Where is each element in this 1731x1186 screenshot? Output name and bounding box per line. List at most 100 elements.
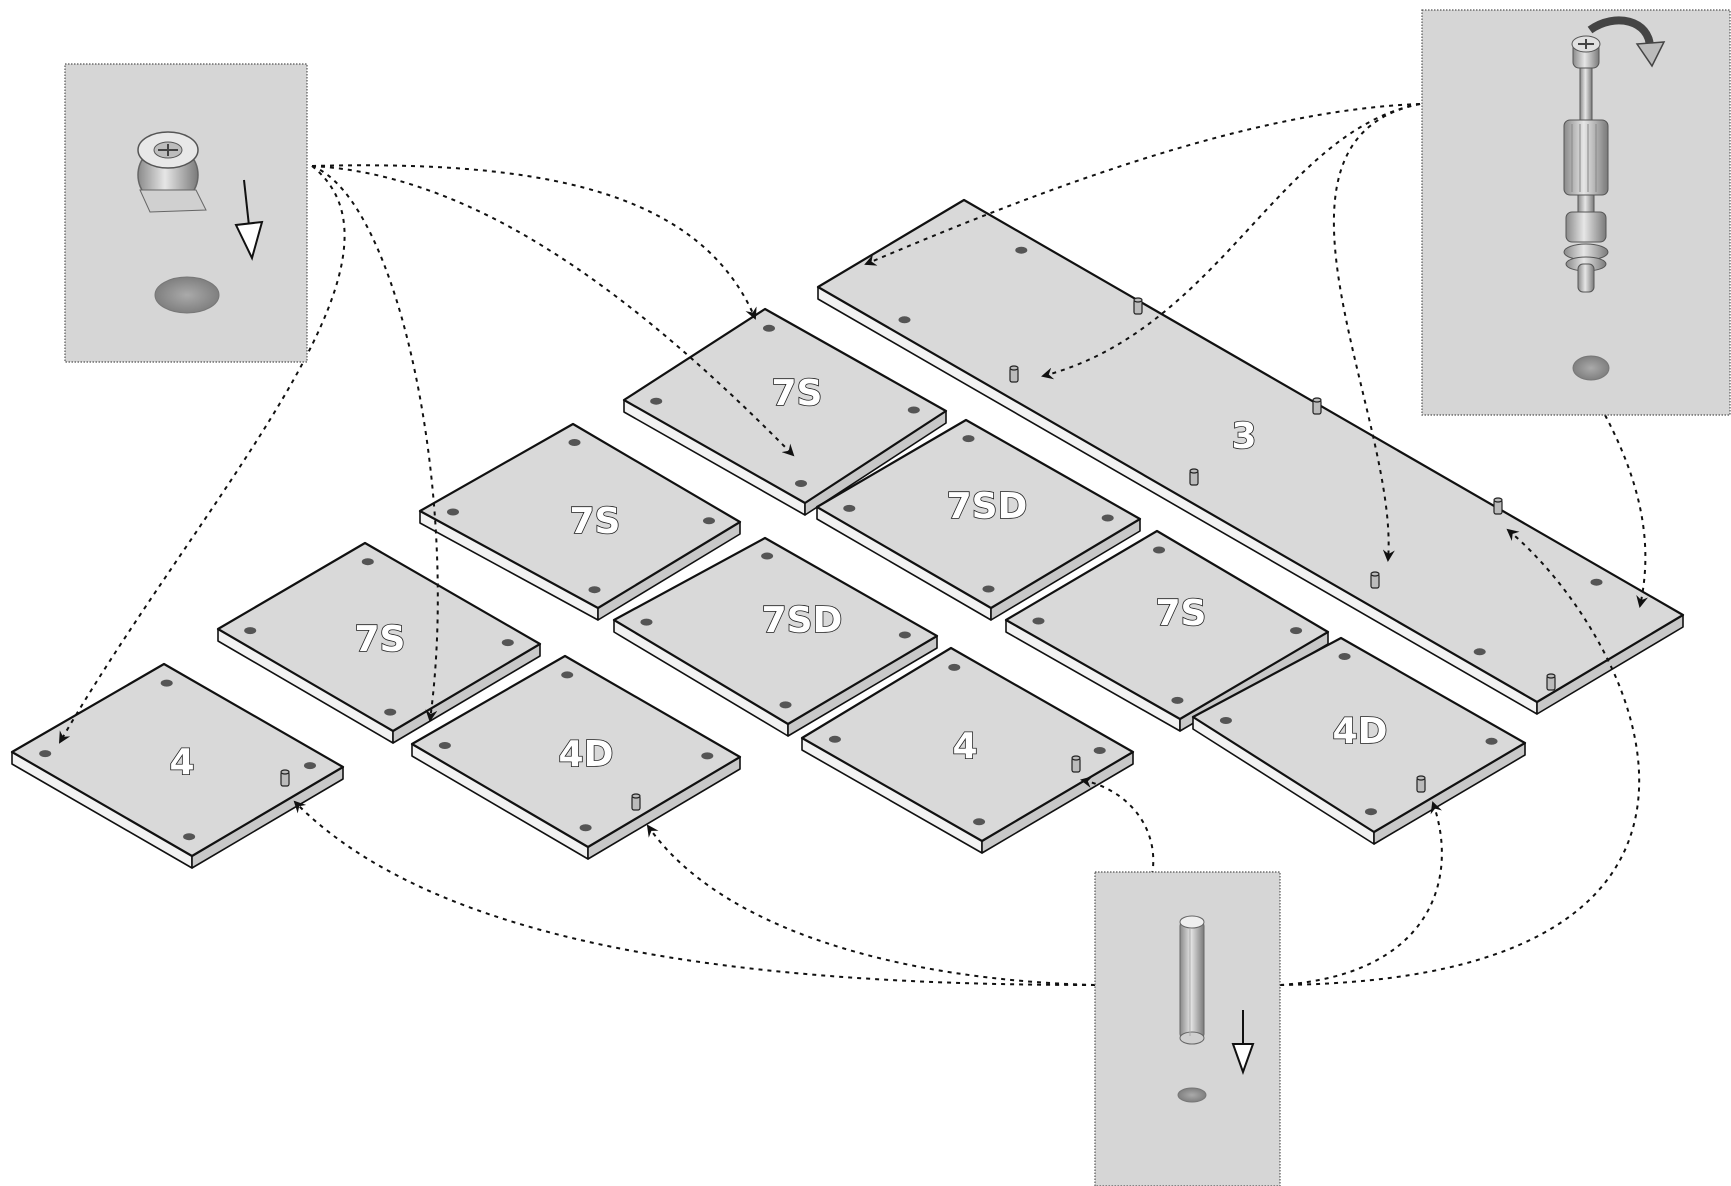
panel-label: 4D: [1333, 711, 1388, 752]
fitting-hole: [1171, 696, 1184, 704]
dowel-peg: [1493, 497, 1503, 515]
fitting-hole: [828, 735, 841, 743]
dowel-peg: [1071, 755, 1081, 773]
fitting-hole: [982, 585, 995, 593]
fitting-hole: [701, 752, 714, 760]
fitting-hole: [702, 517, 715, 525]
panel-top-face: [815, 418, 1142, 610]
cam-lock-inset: [64, 63, 308, 363]
guide-line: [1279, 801, 1443, 986]
fitting-hole: [384, 708, 397, 716]
drill-hole-icon: [1572, 355, 1610, 381]
dowel-peg: [280, 769, 290, 787]
guide-line: [1041, 103, 1421, 380]
panel-label: 7SD: [762, 600, 843, 641]
fitting-hole: [1015, 246, 1028, 254]
panel-top-face: [1191, 636, 1527, 834]
dowel-inset: [1094, 871, 1281, 1186]
fitting-hole: [1590, 578, 1603, 586]
cam-bolt-icon: [1563, 35, 1609, 293]
dowel-peg: [1133, 297, 1143, 315]
panel-top-face: [612, 536, 939, 726]
panel-7sd: 7SD: [612, 536, 939, 737]
fitting-hole: [1032, 617, 1045, 625]
guide-line: [864, 103, 1421, 266]
fitting-hole: [1153, 546, 1166, 554]
dowel-peg: [1546, 673, 1556, 691]
fitting-hole: [1219, 717, 1232, 724]
fitting-hole: [39, 750, 52, 758]
guide-line: [293, 800, 1096, 986]
fitting-hole: [898, 316, 911, 324]
fitting-hole: [183, 833, 196, 841]
panel-7s: 7S: [622, 307, 948, 516]
fitting-hole: [438, 741, 451, 749]
fitting-hole: [898, 631, 911, 639]
panel-label: 7S: [570, 501, 621, 542]
fitting-hole: [1338, 653, 1351, 660]
guide-line: [646, 824, 1096, 986]
fitting-hole: [1290, 627, 1303, 635]
drill-hole-icon: [154, 276, 220, 314]
panel-7s: 7S: [1004, 529, 1330, 732]
panel-label: 7S: [772, 373, 823, 414]
rotate-clockwise-icon: [1587, 16, 1666, 68]
fitting-hole: [568, 438, 581, 446]
fitting-hole: [1101, 514, 1114, 522]
fitting-hole: [160, 679, 173, 687]
fitting-hole: [244, 627, 257, 635]
panel-top-face: [816, 198, 1685, 704]
fitting-hole: [361, 558, 374, 566]
assembly-guide-lines: [58, 103, 1648, 986]
guide-line: [1080, 776, 1155, 876]
panel-label: 4: [169, 742, 194, 783]
fitting-hole: [973, 818, 986, 826]
guide-line: [1279, 528, 1641, 986]
dowel-peg: [1189, 468, 1199, 486]
panel-top-face: [10, 662, 345, 858]
insert-down-arrow-icon: [1231, 1010, 1255, 1075]
fitting-hole: [962, 435, 975, 443]
panel-label: 4D: [559, 734, 614, 775]
fitting-hole: [446, 508, 459, 516]
fitting-hole: [501, 639, 514, 647]
panel-4: 4: [800, 646, 1135, 854]
fitting-hole: [588, 586, 601, 594]
fitting-hole: [1093, 747, 1106, 755]
panel-label: 3: [1231, 416, 1256, 457]
panel-4d: 4D: [1191, 636, 1527, 845]
fitting-hole: [1364, 808, 1377, 816]
panel-7s: 7S: [418, 422, 742, 621]
fitting-hole: [650, 397, 663, 405]
cam-bolt-inset: [1421, 9, 1731, 416]
dowel-peg: [1312, 397, 1322, 415]
fitting-hole: [303, 762, 316, 770]
fitting-hole: [948, 663, 961, 671]
guide-line: [311, 165, 795, 457]
panel-top-face: [800, 646, 1135, 843]
panel-4d: 4D: [410, 654, 742, 860]
dowel-icon: [1179, 915, 1205, 1045]
fitting-hole: [779, 701, 792, 709]
fitting-hole: [579, 824, 592, 832]
fitting-hole: [561, 671, 574, 679]
dowel-peg: [1009, 365, 1019, 383]
panel-3: 3: [816, 198, 1685, 715]
panel-top-face: [216, 541, 542, 733]
insert-down-arrow-icon: [234, 179, 264, 261]
panel-top-face: [410, 654, 742, 849]
fitting-hole: [1473, 648, 1486, 656]
panel-top-face: [622, 307, 948, 505]
fitting-hole: [640, 618, 653, 626]
fitting-hole: [1485, 737, 1498, 745]
panel-7sd: 7SD: [815, 418, 1142, 621]
guide-line: [58, 165, 346, 744]
fitting-hole: [843, 504, 856, 512]
drill-hole-icon: [1177, 1087, 1207, 1103]
fitting-hole: [761, 552, 774, 560]
panel-4: 4: [10, 662, 345, 869]
panel-label: 7SD: [947, 486, 1028, 527]
panel-label: 7S: [1156, 593, 1207, 634]
dowel-peg: [1370, 571, 1380, 589]
